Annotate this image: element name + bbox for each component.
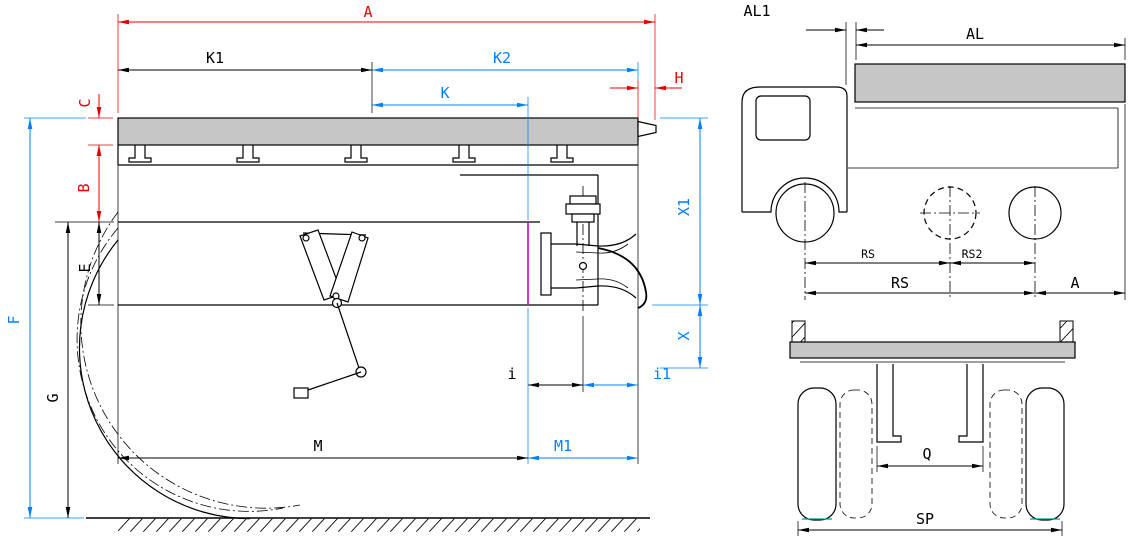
dim-i: i	[507, 316, 584, 392]
dim-C: C	[76, 94, 113, 169]
dim-Q: Q	[876, 445, 984, 472]
platform-cross-section	[789, 341, 1076, 359]
truck-rear-view: Q SP	[789, 320, 1076, 536]
dim-label-K: K	[440, 84, 449, 102]
cab-window	[755, 95, 811, 141]
mount-clip	[236, 145, 260, 163]
dim-K1: K1	[118, 49, 373, 113]
dim-label-AL: AL	[966, 25, 984, 43]
dim-label-A: A	[363, 3, 372, 21]
platform-body	[117, 117, 639, 146]
truck-side-view: AL1 AL RS RS2 RS A	[741, 2, 1126, 300]
ground	[86, 517, 650, 532]
dim-K2: K2	[372, 49, 639, 80]
tire-envelope-arc	[80, 211, 301, 509]
body-side-cut-right	[1059, 320, 1074, 343]
tire-outer-right	[1025, 387, 1065, 521]
mount-clip	[452, 145, 476, 163]
tire-envelope-arc	[76, 227, 284, 512]
platform	[117, 117, 657, 166]
mount-clip	[550, 145, 574, 163]
dim-A: A	[117, 3, 656, 120]
dim-RS-wheelbase: RS	[805, 247, 950, 266]
dim-M: M	[117, 165, 529, 464]
tow-coupling	[540, 186, 648, 314]
cargo-body	[854, 63, 1126, 103]
dim-AL1: AL1	[743, 2, 884, 85]
dim-label-AL1: AL1	[743, 2, 770, 20]
dim-label-E: E	[76, 263, 94, 272]
dim-X1: X1	[652, 117, 708, 306]
dim-SP: SP	[797, 510, 1063, 536]
tire-inner-left	[839, 389, 873, 519]
ground-hatching	[118, 518, 640, 532]
dim-label-H: H	[674, 69, 683, 87]
dim-label-F: F	[5, 315, 23, 324]
frame-rail-right	[958, 364, 984, 443]
dim-RS-total: RS	[805, 274, 1035, 296]
dim-G: G	[44, 222, 71, 518]
body-side-cut-left	[791, 320, 806, 343]
tire-outer-left	[797, 387, 837, 521]
cab-outline	[741, 86, 848, 213]
tipper-mechanism	[293, 229, 369, 399]
dimensions-main: A K1 K2 K H	[5, 3, 708, 519]
dim-label-i: i	[507, 365, 516, 383]
chassis-frame	[118, 174, 599, 306]
dim-E: E	[76, 222, 114, 306]
dim-label-RS2: RS2	[962, 247, 983, 261]
dim-label-K1: K1	[206, 49, 224, 67]
coupling-flange	[540, 232, 552, 296]
dim-label-G: G	[44, 393, 62, 402]
dim-K: K	[372, 84, 529, 220]
dim-i1: i1	[583, 146, 671, 464]
tire-inner-right	[989, 389, 1023, 519]
dim-X: X	[660, 305, 708, 369]
dimensions-rear: Q SP	[797, 445, 1063, 536]
dimensions-side: AL1 AL RS RS2 RS A	[743, 2, 1126, 300]
dim-H: H	[610, 69, 684, 117]
dim-label-X1: X1	[675, 198, 693, 216]
dim-label-i1: i1	[653, 365, 671, 383]
dim-label-X: X	[675, 331, 693, 340]
dim-label-C: C	[76, 98, 94, 107]
main-view: A K1 K2 K H	[5, 3, 708, 532]
coupling-lever	[597, 247, 648, 309]
coupling-pin	[578, 261, 588, 271]
dim-label-Q: Q	[922, 445, 931, 463]
dim-A-overhang: A	[1035, 104, 1126, 300]
dim-label-SP: SP	[916, 510, 934, 528]
frame-rail-left	[876, 364, 902, 443]
dim-F: F	[5, 117, 86, 519]
dim-label-A-overhang: A	[1070, 274, 1079, 292]
dim-label-M1: M1	[554, 437, 572, 455]
dim-label-B: B	[75, 183, 93, 192]
mount-clip	[128, 145, 152, 163]
dim-AL: AL	[856, 25, 1126, 60]
dim-B: B	[55, 145, 114, 223]
mount-clip	[344, 145, 368, 163]
dim-label-K2: K2	[493, 49, 511, 67]
dim-label-RS-total: RS	[891, 274, 909, 292]
dim-label-RS-wheelbase: RS	[861, 247, 875, 261]
dim-label-M: M	[313, 437, 322, 455]
platform-tail	[637, 120, 657, 138]
wheel-clearance-arc	[76, 211, 301, 520]
dim-RS2: RS2	[950, 247, 1035, 266]
dim-M1: M1	[528, 437, 638, 461]
